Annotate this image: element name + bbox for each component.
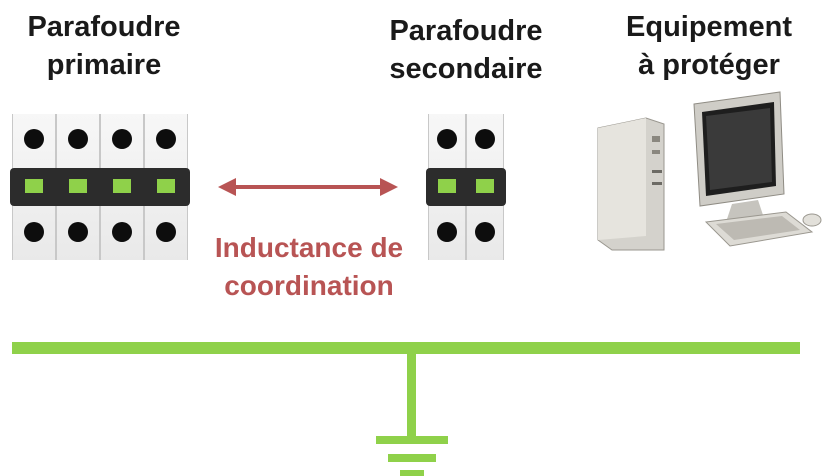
secondary-surge-protector <box>426 114 506 260</box>
status-led <box>476 179 494 193</box>
terminal-screw <box>112 222 132 242</box>
primary-surge-protector <box>10 114 190 260</box>
terminal-screw <box>156 222 176 242</box>
status-led <box>113 179 131 193</box>
primary-spd-status-bar <box>10 168 190 206</box>
earth-ground-icon <box>376 436 448 476</box>
status-led <box>69 179 87 193</box>
secondary-spd-status-bar <box>426 168 506 206</box>
double-arrow <box>218 178 398 196</box>
terminal-screw <box>475 222 495 242</box>
secondary-spd-title-line2: secondaire <box>389 53 543 85</box>
ground-bus <box>12 342 800 354</box>
status-led <box>438 179 456 193</box>
status-led <box>25 179 43 193</box>
ground-conductor <box>407 354 416 436</box>
terminal-screw <box>437 222 457 242</box>
terminal-screw <box>24 222 44 242</box>
equipment-title-line2: à protéger <box>638 49 780 81</box>
terminal-screw <box>437 129 457 149</box>
terminal-screw <box>112 129 132 149</box>
terminal-screw <box>68 222 88 242</box>
coordination-inductance-label: Inductance de coordination <box>196 229 422 305</box>
terminal-screw <box>475 129 495 149</box>
coordination-label-line2: coordination <box>224 270 394 301</box>
primary-spd-title-line1: Parafoudre <box>27 11 181 43</box>
terminal-screw <box>24 129 44 149</box>
status-led <box>157 179 175 193</box>
secondary-spd-title-line1: Parafoudre <box>389 15 543 47</box>
terminal-screw <box>68 129 88 149</box>
primary-spd-title-line2: primaire <box>46 49 162 81</box>
equipment-title: Equipement à protéger <box>598 8 820 84</box>
coordination-label-line1: Inductance de <box>214 232 404 263</box>
primary-spd-title: Parafoudre primaire <box>6 8 202 84</box>
secondary-spd-title: Parafoudre secondaire <box>368 12 564 88</box>
terminal-screw <box>156 129 176 149</box>
desktop-computer-icon <box>597 91 822 251</box>
equipment-title-line1: Equipement <box>626 11 792 43</box>
